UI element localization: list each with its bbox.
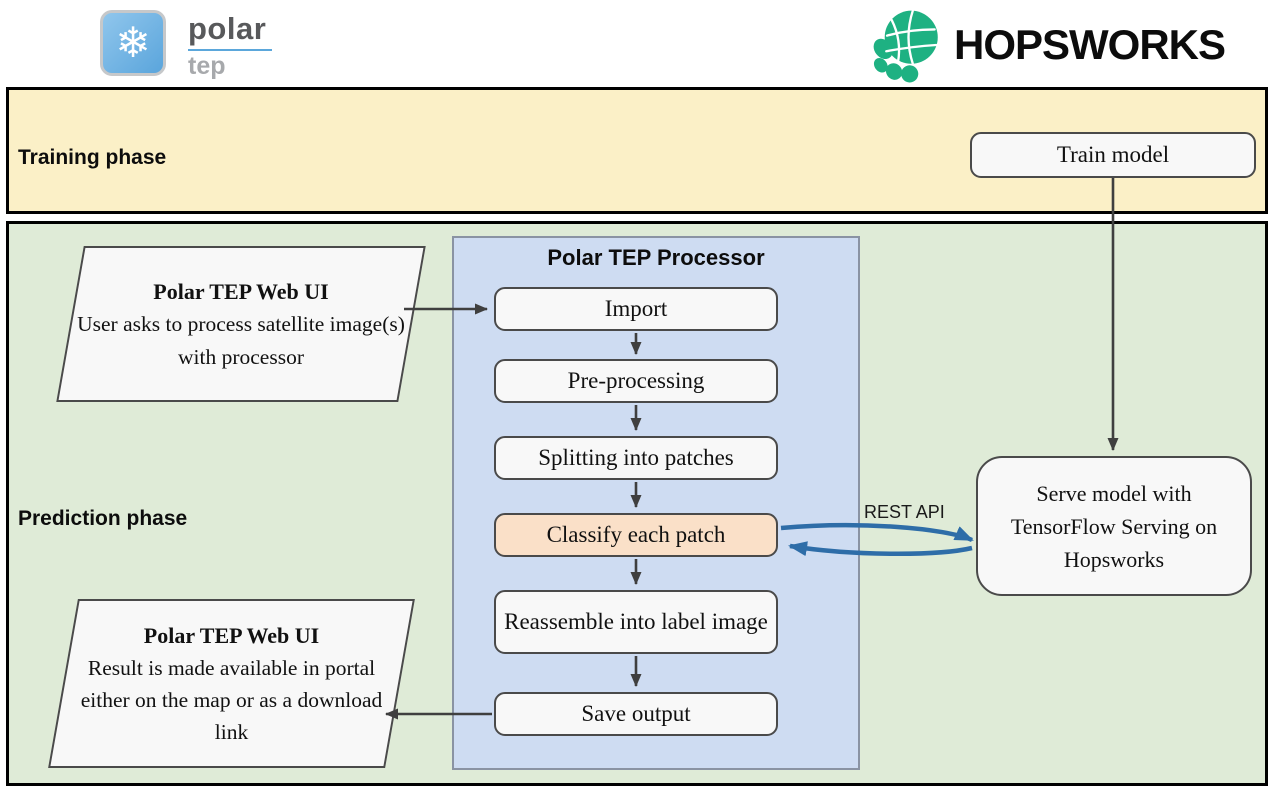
serve-model-node: Serve model with TensorFlow Serving on H… [976,456,1252,596]
web-ui-input-title: Polar TEP Web UI [153,279,329,305]
web-ui-input-parallelogram: Polar TEP Web UI User asks to process sa… [56,246,426,402]
web-ui-input-body: User asks to process satellite image(s) … [77,312,405,369]
rest-api-label: REST API [864,502,945,522]
polar-wordmark-title: polar [188,11,267,46]
snowflake-glyph: ❄ [115,18,151,67]
polar-wordmark-divider [188,49,272,52]
polar-tep-processor-title: Polar TEP Processor [547,245,765,270]
hop-cone-icon [873,9,938,83]
step-splitting-into-patches: Splitting into patches [494,436,778,480]
polar-wordmark: polar tep [188,10,272,79]
polar-wordmark-subtitle: tep [188,52,226,81]
training-phase-label: Training phase [18,146,167,169]
web-ui-output-title: Polar TEP Web UI [143,622,320,648]
snowflake-icon: ❄ [100,10,166,76]
step-pre-processing: Pre-processing [494,359,778,403]
polar-tep-logo: ❄ polar tep [100,10,272,79]
web-ui-output-parallelogram: Polar TEP Web UI Result is made availabl… [48,599,415,768]
train-model-node: Train model [970,132,1256,178]
step-reassemble-into-label-image: Reassemble into label image [494,590,778,654]
step-import: Import [494,287,778,331]
prediction-phase-label: Prediction phase [18,507,188,530]
web-ui-output-body: Result is made available in portal eithe… [80,655,383,745]
hopsworks-wordmark: HOPSWORKS [954,21,1226,68]
hopsworks-logo: HOPSWORKS [866,6,1226,84]
step-classify-each-patch: Classify each patch [494,513,778,557]
step-save-output: Save output [494,692,778,736]
